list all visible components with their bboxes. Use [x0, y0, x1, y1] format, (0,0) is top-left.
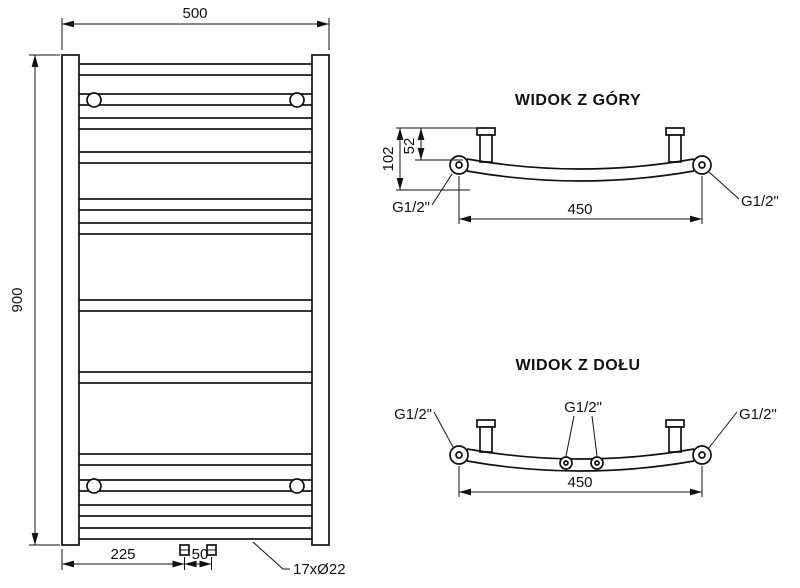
tube-edge [466, 158, 695, 170]
bottom-view-fittings: G1/2" G1/2" G1/2" [394, 399, 777, 457]
rung [74, 93, 317, 106]
bracket-body [479, 426, 493, 453]
leader-line [565, 415, 575, 457]
bottom-view-brackets [476, 419, 685, 453]
dimension-span-top: 450 [458, 176, 703, 224]
dimension-label-225: 225 [110, 546, 135, 563]
bracket-circle [289, 92, 305, 108]
dimension-label-450-top: 450 [567, 201, 592, 218]
end-fitting-hole [455, 161, 463, 169]
bracket-circle [86, 92, 102, 108]
end-fitting-hole [455, 451, 463, 459]
leader-line [591, 415, 598, 457]
dimension-label-102: 102 [380, 146, 397, 171]
rung [74, 527, 317, 540]
dimension-label-450-bottom: 450 [567, 474, 592, 491]
radiator-rungs [74, 63, 317, 540]
leader-line [252, 541, 290, 570]
end-fitting-circle [449, 155, 469, 175]
rung [74, 371, 317, 384]
dimension-height: 900 [9, 54, 60, 546]
bottom-view-title: WIDOK Z DOŁU [515, 357, 640, 374]
bracket-cap [476, 127, 496, 136]
fitting-label-right: G1/2" [739, 406, 777, 423]
center-port-circle [559, 456, 573, 470]
rung [74, 151, 317, 164]
dimension-bottom: 225 50 [61, 546, 212, 570]
center-port-circle [590, 456, 604, 470]
top-view: WIDOK Z GÓRY 102 [380, 90, 779, 224]
top-view-title: WIDOK Z GÓRY [515, 90, 641, 109]
center-port-hole [594, 460, 600, 466]
dimension-width: 500 [61, 5, 330, 50]
rung [74, 222, 317, 235]
end-fitting-hole [698, 161, 706, 169]
bottom-view-tube [449, 445, 712, 472]
bottom-view: WIDOK Z DOŁU G1/2" G1/2" G1/2" [394, 357, 777, 497]
bracket-cap [665, 127, 685, 136]
front-view: 500 900 [9, 5, 346, 578]
top-view-tube [449, 155, 712, 182]
end-fitting-circle [692, 155, 712, 175]
collector-right [311, 54, 330, 546]
top-view-brackets [476, 127, 685, 163]
leader-line [708, 171, 740, 200]
bracket-body [668, 426, 682, 453]
dimension-depth: 102 [380, 127, 477, 191]
end-fitting-circle [449, 445, 469, 465]
dimension-label-52: 52 [401, 138, 418, 155]
fitting-label-right: G1/2" [741, 193, 779, 210]
center-port-hole [563, 460, 569, 466]
fitting-label-left: G1/2" [394, 406, 432, 423]
end-fitting-circle [692, 445, 712, 465]
rung [74, 63, 317, 76]
dimension-label-width: 500 [182, 5, 207, 22]
dimension-span-bottom: 450 [458, 466, 703, 497]
collector-left [61, 54, 80, 546]
rung [74, 479, 317, 492]
tube-edge [466, 448, 695, 460]
tube-annotation-label: 17xØ22 [293, 561, 346, 578]
bottom-connections [179, 544, 217, 556]
leader-line [707, 411, 738, 450]
fitting-label-center: G1/2" [564, 399, 602, 416]
dimension-label-50: 50 [192, 546, 209, 563]
tube-edge [466, 170, 695, 182]
mounting-brackets [86, 92, 305, 494]
bracket-body [668, 134, 682, 163]
rung [74, 117, 317, 130]
rung [74, 299, 317, 312]
rung [74, 198, 317, 211]
tube-annotation: 17xØ22 [252, 541, 346, 578]
bracket-body [479, 134, 493, 163]
leader-line [433, 411, 454, 448]
tube-edge [466, 460, 695, 472]
bracket-circle [86, 478, 102, 494]
end-fitting-hole [698, 451, 706, 459]
rung [74, 504, 317, 517]
bracket-cap [476, 419, 496, 428]
bracket-circle [289, 478, 305, 494]
top-view-fittings: G1/2" G1/2" [392, 171, 779, 216]
dimension-label-height: 900 [9, 287, 26, 312]
leader-line [431, 173, 453, 206]
dimension-offset: 52 [401, 128, 463, 161]
fitting-label-left: G1/2" [392, 199, 430, 216]
rung [74, 453, 317, 466]
bracket-cap [665, 419, 685, 428]
